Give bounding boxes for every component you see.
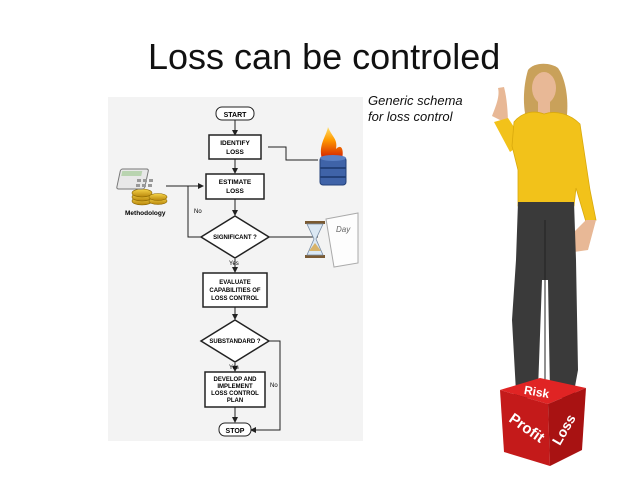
substandard-decision: SUBSTANDARD ?: [199, 319, 271, 363]
evaluate-line-2: CAPABILITIES OF: [209, 288, 261, 294]
no-label-2: No: [270, 383, 278, 389]
person-svg: Risk Profit Loss: [492, 63, 597, 466]
slide-title: Loss can be controled: [148, 36, 501, 77]
yes-label-2: Yes: [229, 365, 239, 371]
start-label: START: [224, 112, 248, 119]
evaluate-box: EVALUATE CAPABILITIES OF LOSS CONTROL: [202, 272, 268, 308]
businesswoman-illustration: Risk Profit Loss: [478, 60, 638, 479]
significant-decision: SIGNIFICANT ?: [199, 215, 271, 259]
flowchart-svg: START IDENTIFY LOSS ESTIMATE LOSS SIGNIF…: [116, 106, 359, 437]
develop-line-3: LOSS CONTROL: [211, 391, 259, 397]
stop-label: STOP: [226, 428, 245, 435]
caption-line-2: for loss control: [368, 109, 453, 124]
identify-line-2: LOSS: [226, 149, 244, 156]
develop-line-1: DEVELOP AND: [213, 377, 257, 383]
no-label-1: No: [194, 209, 202, 215]
connectors: [166, 119, 318, 433]
substandard-label: SUBSTANDARD ?: [209, 339, 261, 345]
develop-line-2: IMPLEMENT: [217, 384, 253, 390]
estimate-line-1: ESTIMATE: [219, 179, 252, 186]
evaluate-line-1: EVALUATE: [219, 280, 250, 286]
develop-plan-box: DEVELOP AND IMPLEMENT LOSS CONTROL PLAN: [204, 371, 266, 408]
stop-node: STOP: [218, 422, 252, 437]
start-node: START: [215, 106, 255, 121]
significant-label: SIGNIFICANT ?: [213, 235, 257, 241]
estimate-line-2: LOSS: [226, 188, 244, 195]
identify-loss-box: IDENTIFY LOSS: [208, 134, 262, 160]
caption-line-1: Generic schema: [368, 93, 463, 108]
fire-barrel-icon: [319, 127, 347, 186]
identify-line-1: IDENTIFY: [220, 140, 250, 147]
schema-caption: Generic schema for loss control: [368, 93, 463, 125]
die-top-text: Risk: [523, 383, 551, 401]
evaluate-line-3: LOSS CONTROL: [211, 296, 259, 302]
methodology-label: Methodology: [125, 210, 166, 217]
develop-line-4: PLAN: [227, 398, 243, 404]
yes-label-1: Yes: [229, 261, 239, 267]
red-die: Risk Profit Loss: [500, 378, 586, 466]
paper-label: Day: [336, 225, 351, 234]
loss-control-flowchart: START IDENTIFY LOSS ESTIMATE LOSS SIGNIF…: [108, 97, 363, 441]
calculator-coins-icon: [116, 168, 168, 206]
hourglass-paper-icon: Day: [305, 212, 359, 268]
estimate-loss-box: ESTIMATE LOSS: [205, 173, 265, 200]
